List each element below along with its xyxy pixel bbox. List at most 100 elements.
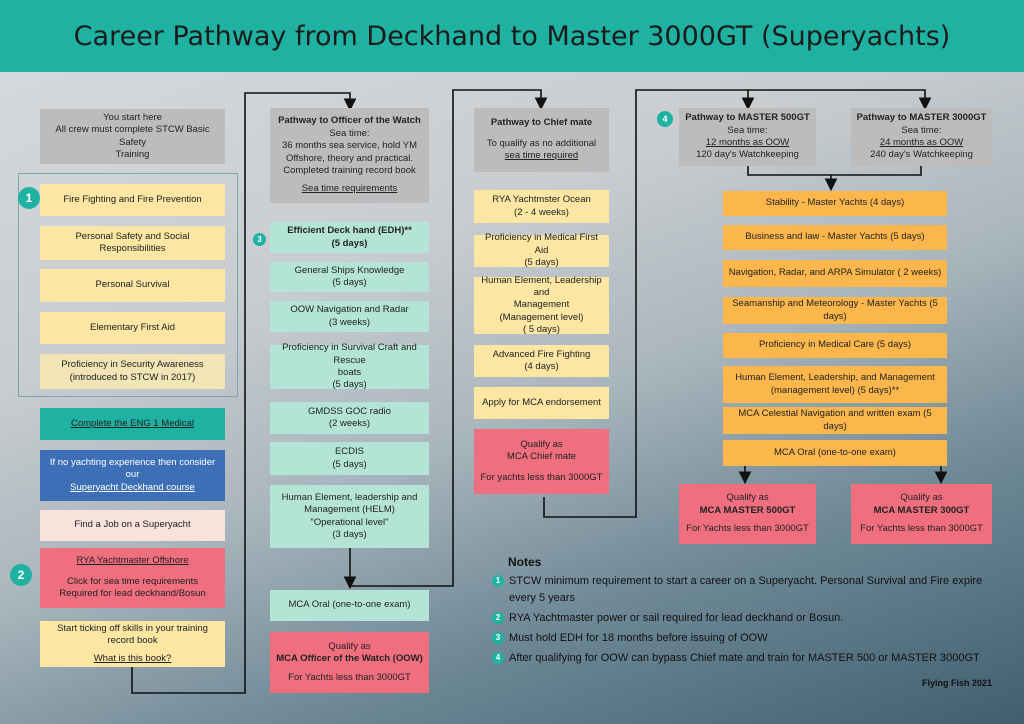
course-celestial-navigation: MCA Celestial Navigation and written exa… bbox=[723, 407, 947, 434]
nav-line-1: OOW Navigation and Radar bbox=[290, 304, 409, 316]
qualify-m500-line-1: Qualify as bbox=[726, 492, 769, 504]
course-security-awareness: Proficiency in Security Awareness (intro… bbox=[40, 354, 225, 389]
oow-line-1: Sea time: bbox=[329, 127, 370, 139]
rya-offshore-box[interactable]: RYA Yachtmaster Offshore Click for sea t… bbox=[40, 548, 225, 608]
qualify-oow-line-3: For Yachts less than 3000GT bbox=[288, 671, 411, 683]
qualify-cm-line-1: Qualify as bbox=[520, 438, 563, 450]
helm-ml-line-2: (management level) (5 days)** bbox=[770, 384, 900, 396]
edh-line-1: Efficient Deck hand (EDH)** bbox=[287, 225, 412, 237]
note-text: Must hold EDH for 18 months before issui… bbox=[509, 632, 768, 645]
credit-text: Flying Fish 2021 bbox=[922, 678, 993, 688]
note-badge: 1 bbox=[492, 575, 504, 587]
note-text: RYA Yachtmaster power or sail required f… bbox=[509, 612, 844, 625]
oow-line-3: Offshore, theory and practical. bbox=[285, 152, 414, 164]
eng1-medical-link[interactable]: Complete the ENG 1 Medical bbox=[70, 417, 195, 429]
aff-line-1: Advanced Fire Fighting bbox=[492, 348, 591, 360]
helm-mgmt-line-1: Human Element, Leadership and bbox=[481, 274, 602, 298]
master500-seatime-link[interactable]: 12 months as OOW bbox=[705, 137, 790, 148]
record-book-link[interactable]: What is this book? bbox=[93, 652, 172, 664]
oow-pathway-header: Pathway to Officer of the Watch Sea time… bbox=[270, 108, 429, 203]
find-job-box[interactable]: Find a Job on a Superyacht bbox=[40, 510, 225, 541]
oow-line-2: 36 months sea service, hold YM bbox=[281, 140, 417, 152]
note-badge: 4 bbox=[492, 652, 504, 665]
survival-line-2: boats bbox=[337, 367, 362, 378]
exam-oow-oral: MCA Oral (one-to-one exam) bbox=[270, 590, 429, 621]
gsk-line-2: (5 days) bbox=[332, 277, 367, 288]
deckhand-line-2: our bbox=[125, 469, 140, 481]
qualify-m500-title: MCA MASTER 500GT bbox=[699, 504, 796, 516]
nav-line-2: (3 weeks) bbox=[328, 316, 371, 328]
master3000-title: Pathway to MASTER 3000GT bbox=[856, 112, 987, 124]
helm-mgmt-line-2: Management bbox=[513, 299, 570, 311]
security-line-1: Proficiency in Security Awareness bbox=[61, 359, 204, 371]
rya-line-1: Click for sea time requirements bbox=[67, 575, 198, 587]
course-ecdis: ECDIS (5 days) bbox=[270, 442, 429, 475]
course-gmdss: GMDSS GOC radio (2 weeks) bbox=[270, 402, 429, 434]
qualify-oow-title: MCA Officer of the Watch (OOW) bbox=[276, 653, 423, 665]
course-helm-management: Human Element, Leadership and Management… bbox=[474, 274, 609, 336]
survival-line-1: Proficiency in Survival Craft and Rescue bbox=[282, 342, 417, 366]
course-business-law: Business and law - Master Yachts (5 days… bbox=[723, 225, 947, 250]
notes-title: Notes bbox=[508, 555, 542, 569]
sea-time-link[interactable]: Sea time requirements bbox=[301, 183, 398, 195]
rya-offshore-link[interactable]: RYA Yachtmaster Offshore bbox=[76, 555, 189, 567]
course-helm-operational: Human Element, leadership and Management… bbox=[270, 485, 429, 548]
master500-line-2: 120 day's Watchkeeping bbox=[696, 149, 799, 161]
aff-line-2: (4 days) bbox=[524, 361, 559, 372]
step-badge-3: 3 bbox=[253, 233, 266, 246]
helm-mgmt-line-4: ( 5 days) bbox=[523, 324, 560, 336]
note-badge: 3 bbox=[492, 632, 504, 645]
course-medical-care: Proficiency in Medical Care (5 days) bbox=[723, 333, 947, 358]
note-item: 1 STCW minimum requirement to start a ca… bbox=[490, 573, 990, 607]
qualify-master3000: Qualify as MCA MASTER 300GT For Yachts l… bbox=[851, 484, 992, 544]
course-edh: Efficient Deck hand (EDH)** (5 days) bbox=[270, 222, 429, 253]
chief-mate-line-1: To qualify as no additional bbox=[486, 137, 597, 149]
course-yachtmaster-ocean: RYA Yachtmster Ocean (2 - 4 weeks) bbox=[474, 190, 609, 223]
course-navigation-radar-arpa: Navigation, Radar, and ARPA Simulator ( … bbox=[723, 260, 947, 287]
exam-master-oral: MCA Oral (one-to-one exam) bbox=[723, 440, 947, 466]
helm-ml-line-1: Human Element, Leadership, and Managemen… bbox=[735, 372, 935, 384]
gmdss-line-1: GMDSS GOC radio bbox=[308, 405, 391, 417]
eng1-medical-box[interactable]: Complete the ENG 1 Medical bbox=[40, 408, 225, 440]
qualify-m3000-line-3: For Yachts less than 3000GT bbox=[860, 523, 983, 535]
training-record-box[interactable]: Start ticking off skills in your trainin… bbox=[40, 621, 225, 667]
ecdis-line-2: (5 days) bbox=[332, 458, 367, 470]
master3000-seatime-link[interactable]: 24 months as OOW bbox=[879, 137, 964, 148]
helm-line-1: Human Element, leadership and bbox=[281, 491, 418, 503]
deckhand-course-link[interactable]: Superyacht Deckhand course bbox=[70, 481, 195, 493]
tick-line-1: Start ticking off skills in your trainin… bbox=[57, 623, 208, 634]
sea-time-required-link[interactable]: sea time required bbox=[504, 150, 579, 162]
start-line-3: Training bbox=[115, 148, 150, 160]
master500-line-1: Sea time: bbox=[727, 124, 768, 136]
helm-line-2: Management (HELM) bbox=[304, 504, 395, 516]
survival-line-3: (5 days) bbox=[332, 379, 367, 391]
helm-line-4: (3 days) bbox=[332, 528, 367, 540]
course-oow-navigation: OOW Navigation and Radar (3 weeks) bbox=[270, 301, 429, 332]
course-stability: Stability - Master Yachts (4 days) bbox=[723, 191, 947, 216]
qualify-m3000-title: MCA MASTER 300GT bbox=[873, 504, 970, 516]
qualify-cm-line-3: For yachts less than 3000GT bbox=[480, 471, 603, 483]
note-badge: 2 bbox=[492, 612, 504, 625]
qualify-m500-line-3: For Yachts less than 3000GT bbox=[686, 523, 809, 535]
mfa-line-2: (5 days) bbox=[524, 257, 559, 269]
qualify-cm-title: MCA Chief mate bbox=[506, 451, 577, 463]
note-item: 2 RYA Yachtmaster power or sail required… bbox=[490, 610, 990, 627]
step-badge-4: 4 bbox=[657, 111, 673, 127]
notes-section: Notes 1 STCW minimum requirement to star… bbox=[490, 555, 990, 670]
master3000-pathway-header: Pathway to MASTER 3000GT Sea time: 24 mo… bbox=[851, 108, 992, 166]
qualify-oow-line-1: Qualify as bbox=[328, 640, 371, 652]
oow-pathway-title: Pathway to Officer of the Watch bbox=[278, 115, 421, 127]
note-text: After qualifying for OOW can bypass Chie… bbox=[509, 652, 980, 665]
course-medical-first-aid: Proficiency in Medical First Aid (5 days… bbox=[474, 232, 609, 269]
master500-title: Pathway to MASTER 500GT bbox=[685, 112, 810, 124]
qualify-chief-mate: Qualify as MCA Chief mate For yachts les… bbox=[474, 429, 609, 494]
oow-line-4: Completed training record book bbox=[283, 164, 416, 176]
deckhand-course-box[interactable]: If no yachting experience then consider … bbox=[40, 450, 225, 501]
note-item: 3 Must hold EDH for 18 months before iss… bbox=[490, 630, 990, 647]
header-bar: Career Pathway from Deckhand to Master 3… bbox=[0, 0, 1024, 72]
course-first-aid: Elementary First Aid bbox=[40, 312, 225, 344]
note-item: 4 After qualifying for OOW can bypass Ch… bbox=[490, 650, 990, 667]
course-fire-fighting: Fire Fighting and Fire Prevention bbox=[40, 184, 225, 216]
ocean-line-2: (2 - 4 weeks) bbox=[514, 206, 569, 218]
